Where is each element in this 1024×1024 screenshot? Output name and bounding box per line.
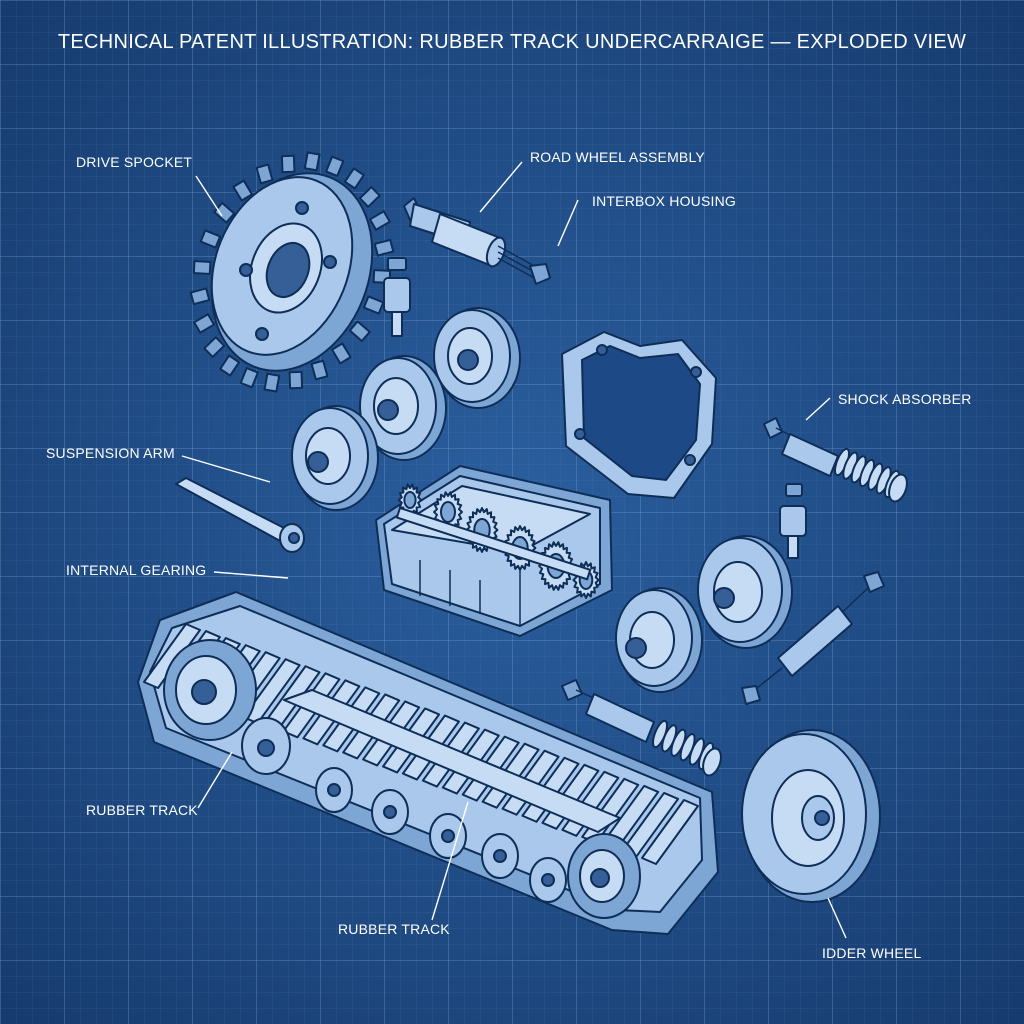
sprocket-tooth [232, 179, 253, 202]
label-idler-wheel: IDDER WHEEL [822, 945, 921, 961]
leader-rubber-track-left [197, 751, 233, 809]
drive-sprocket [189, 151, 395, 393]
mounting-pin-lower [779, 483, 807, 559]
road-wheel-3 [291, 405, 379, 511]
sprocket-tooth [239, 367, 259, 389]
sprocket-tooth [280, 154, 296, 174]
sprocket-tooth [213, 202, 236, 224]
sprocket-tooth [343, 167, 365, 190]
leader-idler-wheel [827, 897, 847, 939]
leader-road-wheel-assembly [479, 161, 523, 213]
mounting-pin-upper [383, 257, 411, 337]
track-roller-hub [493, 849, 507, 863]
sprocket-tooth [192, 260, 212, 275]
leader-internal-gearing [213, 571, 289, 579]
road-wheel-5 [615, 587, 703, 693]
sprocket-tooth [219, 354, 241, 377]
label-shock-absorber: SHOCK ABSORBER [838, 391, 972, 407]
label-road-wheel-assembly: ROAD WHEEL ASSEMBLY [530, 149, 705, 165]
sprocket-tooth [348, 320, 371, 342]
track-roller-hub [327, 783, 341, 797]
track-roller-hub [541, 873, 555, 887]
sprocket-tooth [325, 155, 345, 177]
sprocket-tooth [203, 336, 226, 358]
sprocket-tooth [193, 313, 216, 334]
gear-hub [440, 501, 456, 523]
sprocket-tooth [368, 210, 391, 231]
sprocket-tooth [288, 370, 304, 390]
page-title: TECHNICAL PATENT ILLUSTRATION: RUBBER TR… [58, 31, 966, 53]
leader-suspension-arm [181, 455, 271, 483]
shock-absorber-lower [561, 679, 722, 777]
leader-rubber-track-bottom [431, 801, 469, 921]
road-wheel-4 [697, 535, 793, 649]
road-wheel-1 [433, 307, 521, 409]
sprocket-tooth [263, 372, 281, 393]
track-roller-hub [441, 829, 455, 843]
sprocket-tooth [303, 151, 321, 172]
track-tread-bar [641, 799, 699, 865]
label-suspension-arm: SUSPENSION ARM [46, 445, 175, 461]
sprocket-tooth [331, 342, 352, 365]
label-interbox-housing: INTERBOX HOUSING [592, 193, 736, 209]
label-rubber-track-left: RUBBER TRACK [86, 802, 198, 818]
road-wheel-2 [359, 355, 447, 461]
sprocket-tooth [255, 163, 274, 185]
shock-absorber-upper [763, 417, 908, 503]
sprocket-tooth [362, 295, 385, 315]
internal-gears [395, 483, 600, 599]
gear-hub [403, 491, 417, 509]
road-wheel-shaft [403, 197, 551, 285]
idler-wheel [741, 729, 881, 903]
interbox-housing [561, 331, 717, 499]
sprocket-tooth [373, 238, 395, 257]
diagonal-strut [741, 571, 885, 705]
label-internal-gearing: INTERNAL GEARING [66, 562, 206, 578]
track-roller-hub [383, 805, 397, 819]
label-drive-sprocket: DRIVE SPOCKET [76, 154, 192, 170]
leader-interbox-housing [557, 199, 579, 247]
label-rubber-track-bottom: RUBBER TRACK [338, 921, 450, 937]
leader-drive-sprocket [195, 175, 223, 217]
rubber-track [137, 591, 719, 935]
sprocket-tooth [358, 186, 381, 208]
suspension-arm-rod [175, 477, 305, 553]
sprocket-tooth [189, 287, 211, 306]
leader-shock-absorber [805, 397, 831, 421]
sprocket-tooth [310, 359, 329, 381]
sprocket-tooth [199, 229, 222, 249]
track-tread-bar [143, 623, 201, 689]
